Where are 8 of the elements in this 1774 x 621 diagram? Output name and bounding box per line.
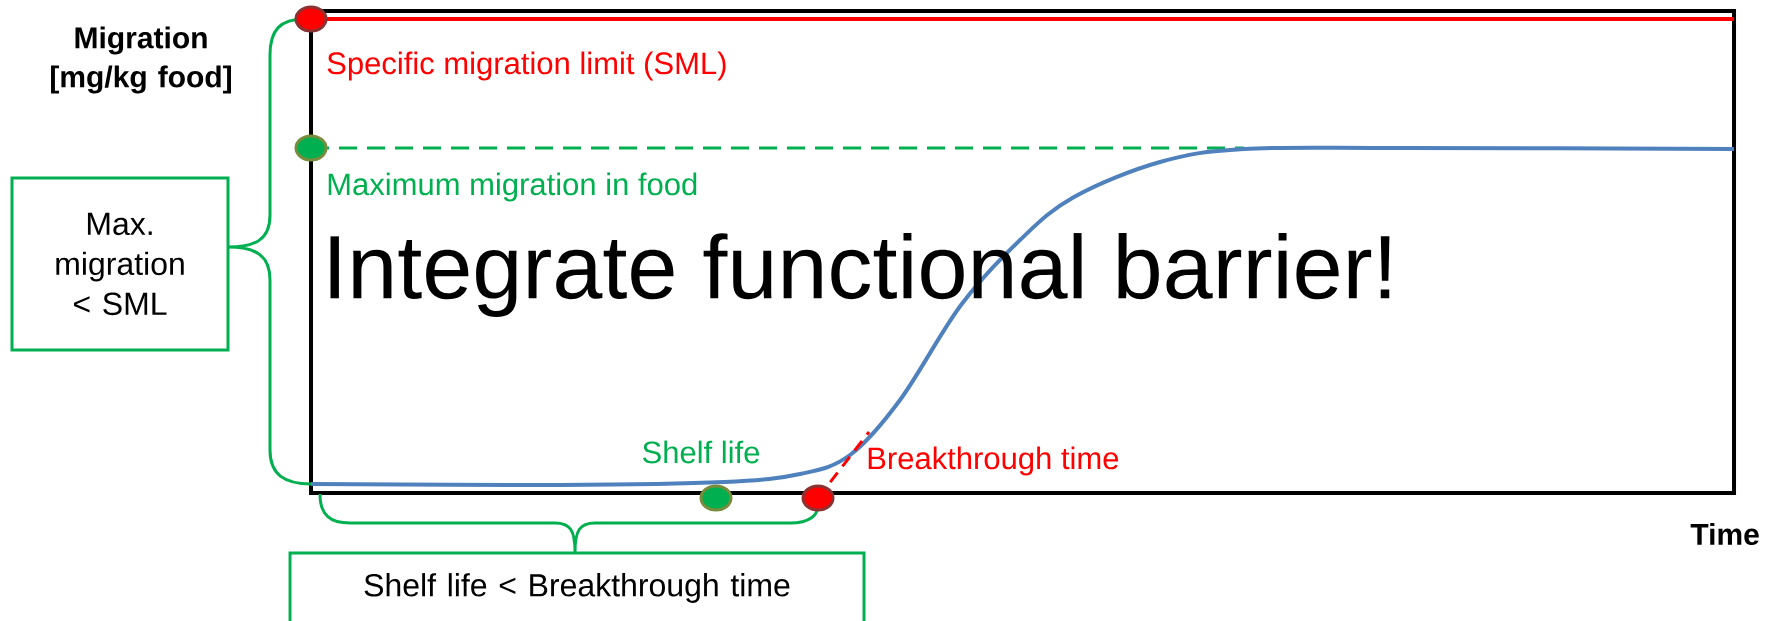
axis-label: Time	[1690, 523, 1759, 546]
axis-label: Migration [mg/kg food]	[51, 26, 231, 94]
line-label: Specific migration limit (SML)	[327, 51, 726, 81]
text-box: Max. migration < SML	[10, 176, 230, 352]
line-label: Maximum migration in food	[328, 172, 697, 202]
point-label: Shelf life	[642, 440, 760, 464]
point-label: Breakthrough time	[868, 446, 1119, 476]
text-box: Shelf life < Breakthrough time	[288, 551, 866, 621]
